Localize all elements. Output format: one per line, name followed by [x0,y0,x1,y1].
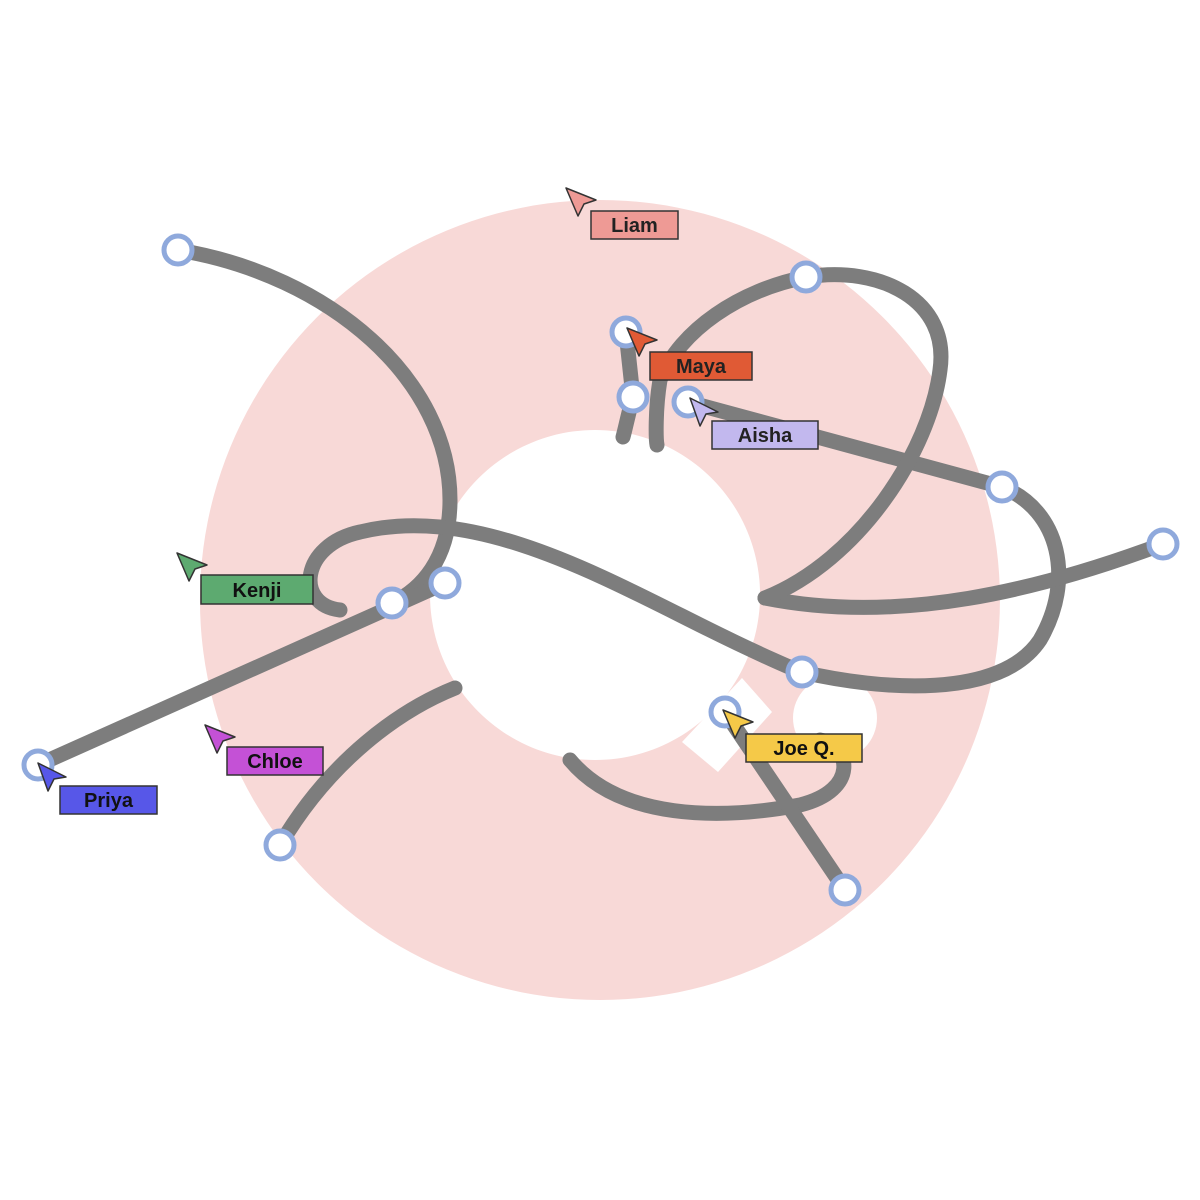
cursor-aisha: Aisha [689,397,819,450]
cursor-label-aisha: Aisha [738,425,793,447]
collaborator-cursors: Liam Maya Aisha Kenji Chloe Priya [37,187,863,815]
cursor-arrow-icon [37,762,67,792]
cursor-arrow-icon [626,327,658,357]
handle-node[interactable] [1146,527,1180,561]
handle-node[interactable] [616,380,650,414]
cursor-label-kenji: Kenji [233,580,282,602]
handle-node[interactable] [789,260,823,294]
cursor-label-box [649,351,753,381]
cursor-label-chloe: Chloe [247,751,303,773]
handle-node[interactable] [985,470,1019,504]
cursor-arrow-icon [722,709,754,739]
curve-far-right[interactable] [757,536,1171,615]
handle-node[interactable] [161,233,195,267]
curve-top-left[interactable] [170,242,458,611]
handle-node[interactable] [263,828,297,862]
cursor-label-box [745,733,863,763]
cursor-arrow-icon [689,397,719,427]
cursor-maya: Maya [626,327,753,381]
cursor-label-joe: Joe Q. [773,738,834,760]
handle-node[interactable] [375,586,409,620]
curve-loop-figure[interactable] [302,518,810,680]
cursor-label-liam: Liam [611,215,658,237]
cursor-label-box [590,210,679,240]
cursor-label-priya: Priya [84,790,134,812]
curve-joe-line[interactable] [717,704,853,898]
cursor-chloe: Chloe [204,724,324,776]
handle-node[interactable] [785,655,819,689]
cursor-label-box [226,746,324,776]
cursor-kenji: Kenji [176,552,314,605]
curve-bottom-left[interactable] [272,680,463,853]
curve-aisha-line[interactable] [680,394,1010,495]
handle-node[interactable] [828,873,862,907]
cursor-label-box [59,785,158,815]
cursor-arrow-icon [565,187,597,217]
curve-priya-line[interactable] [30,575,453,773]
cursor-liam: Liam [565,187,679,240]
cursor-label-box [200,574,314,605]
cursor-joe: Joe Q. [722,709,863,763]
curve-right-arc[interactable] [794,479,1067,694]
cursor-label-maya: Maya [676,356,727,378]
cursor-label-box [711,420,819,450]
cursor-arrow-icon [176,552,208,582]
cursor-priya: Priya [37,762,158,815]
handle-node[interactable] [428,566,462,600]
cursor-arrow-icon [204,724,236,754]
